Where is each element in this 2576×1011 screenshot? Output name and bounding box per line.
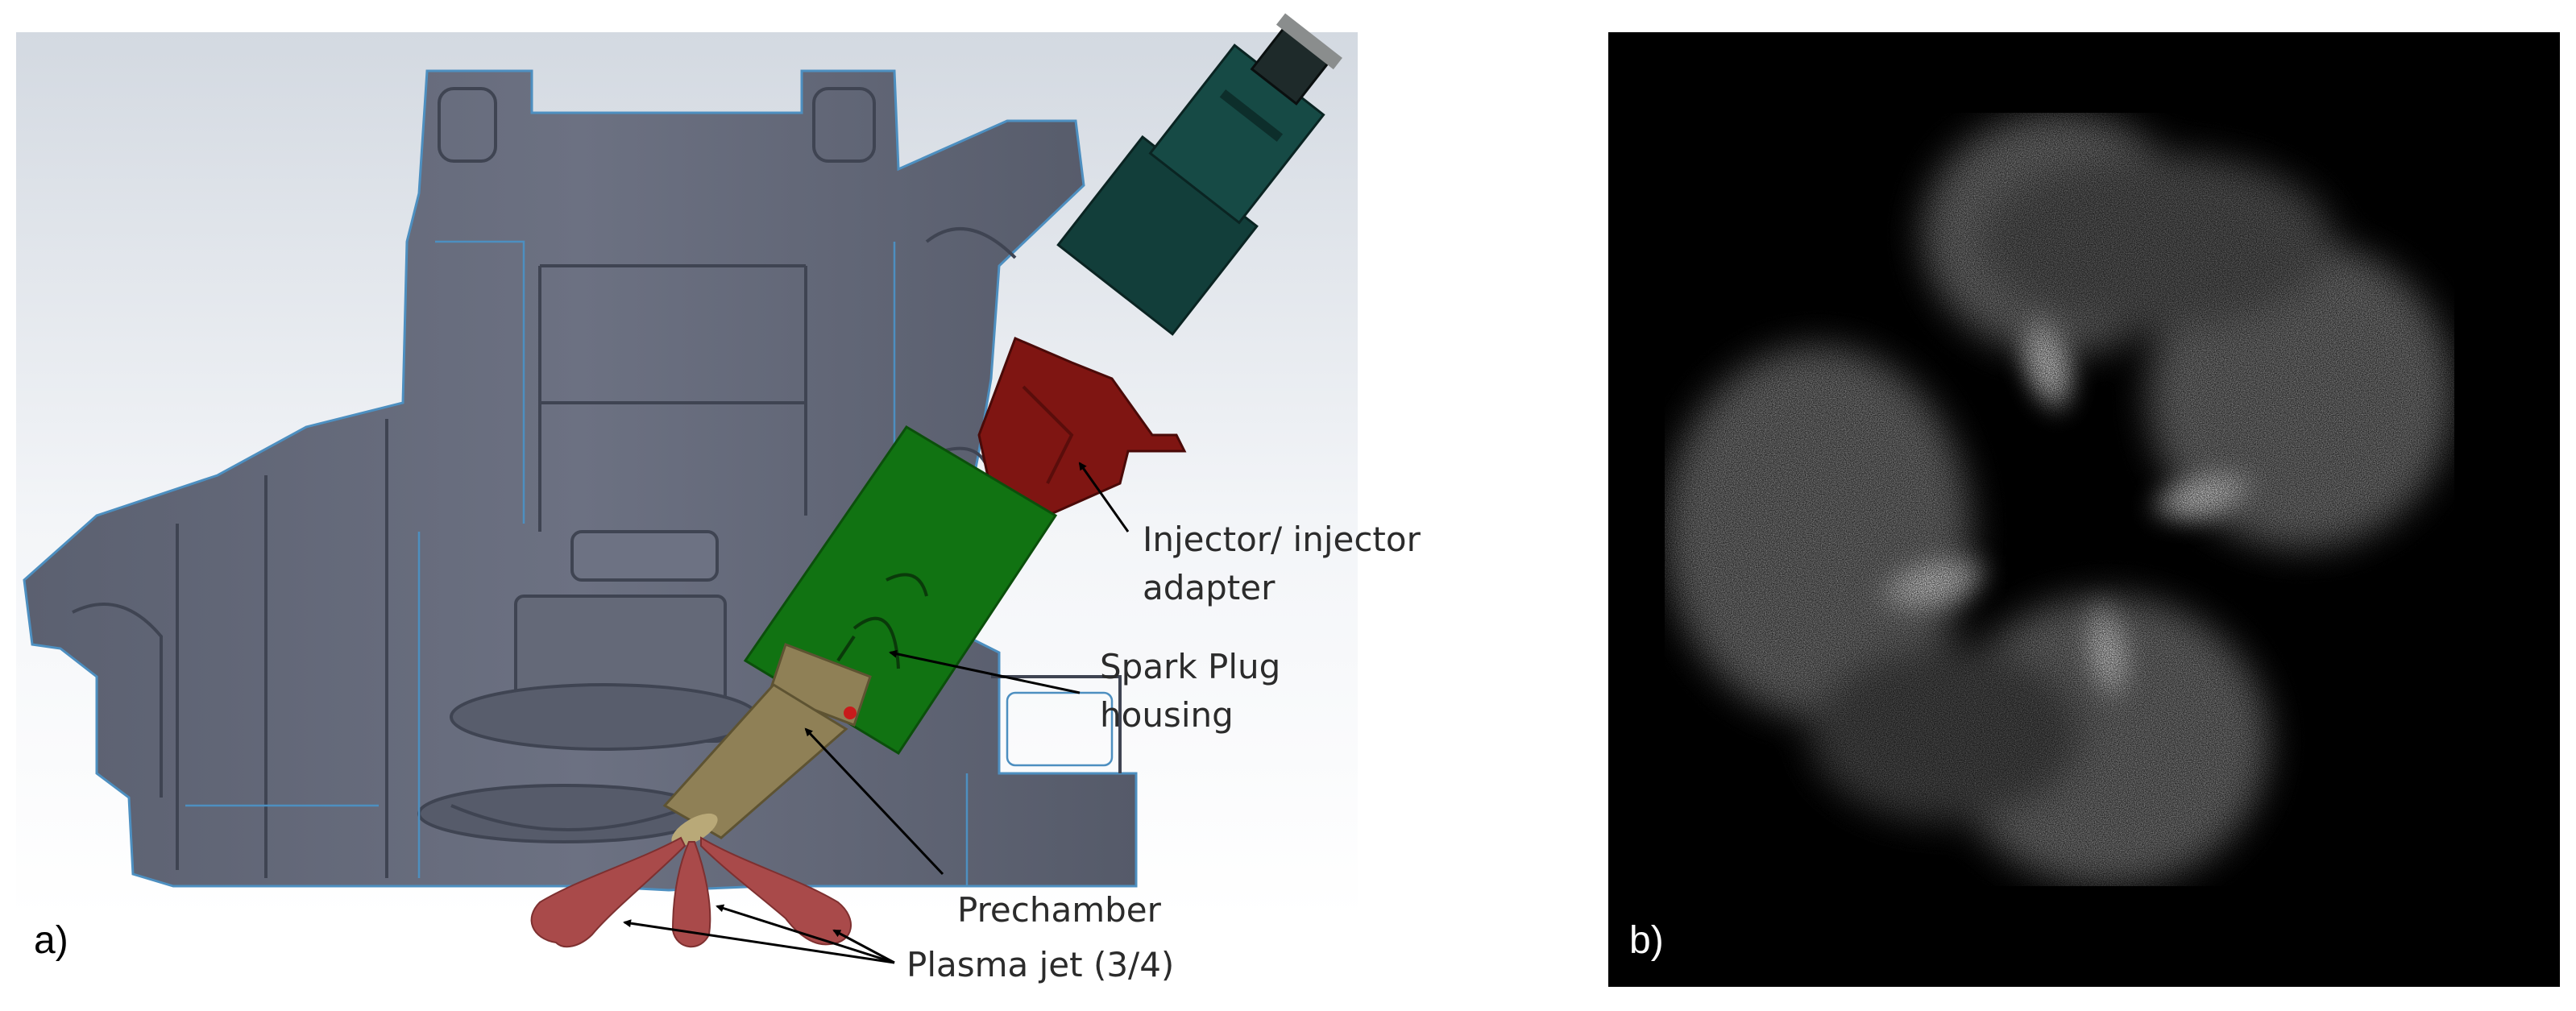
spark-plug-leader: [889, 649, 1081, 694]
spark-label-line-1: Spark Plug: [1100, 647, 1281, 686]
core-top: [2012, 303, 2083, 422]
engine-cad-figure: [16, 13, 1358, 964]
leader-lines: [623, 462, 1130, 964]
plasma-jets: [530, 836, 852, 948]
plasma-jet-left: [530, 836, 687, 948]
panel-a-label: a): [34, 919, 68, 962]
injector-adapter-label: Injector/ injector adapter: [1143, 516, 1421, 612]
core-bottom: [2076, 592, 2140, 713]
core-left: [1864, 546, 1997, 622]
plasma-leader-3: [832, 929, 895, 964]
injector-label-line-2: adapter: [1143, 568, 1276, 607]
spark-plug-housing-label: Spark Plug housing: [1100, 643, 1280, 740]
panel-b-label: b): [1629, 919, 1664, 962]
plasma-jet-right: [700, 836, 852, 946]
injector: [1056, 13, 1342, 336]
plasma-jet-image: [1608, 32, 2560, 987]
injector-leader: [1078, 462, 1130, 532]
plasma-leader-2: [716, 904, 895, 964]
spark-label-line-2: housing: [1100, 695, 1234, 735]
prechamber-leader: [804, 727, 944, 876]
plasma-leader-1: [623, 919, 895, 964]
plasma-jet-label: Plasma jet (3/4): [906, 945, 1175, 984]
prechamber-label: Prechamber: [957, 890, 1161, 930]
engine-head-detail: [72, 87, 1122, 878]
plasma-jet-center: [671, 841, 711, 948]
lobe-left: [1665, 346, 1971, 717]
engine-head-edges: [185, 240, 1114, 886]
injector-label-line-1: Injector/ injector: [1143, 520, 1421, 559]
core-right: [2142, 461, 2267, 530]
prechamber: [662, 643, 872, 847]
